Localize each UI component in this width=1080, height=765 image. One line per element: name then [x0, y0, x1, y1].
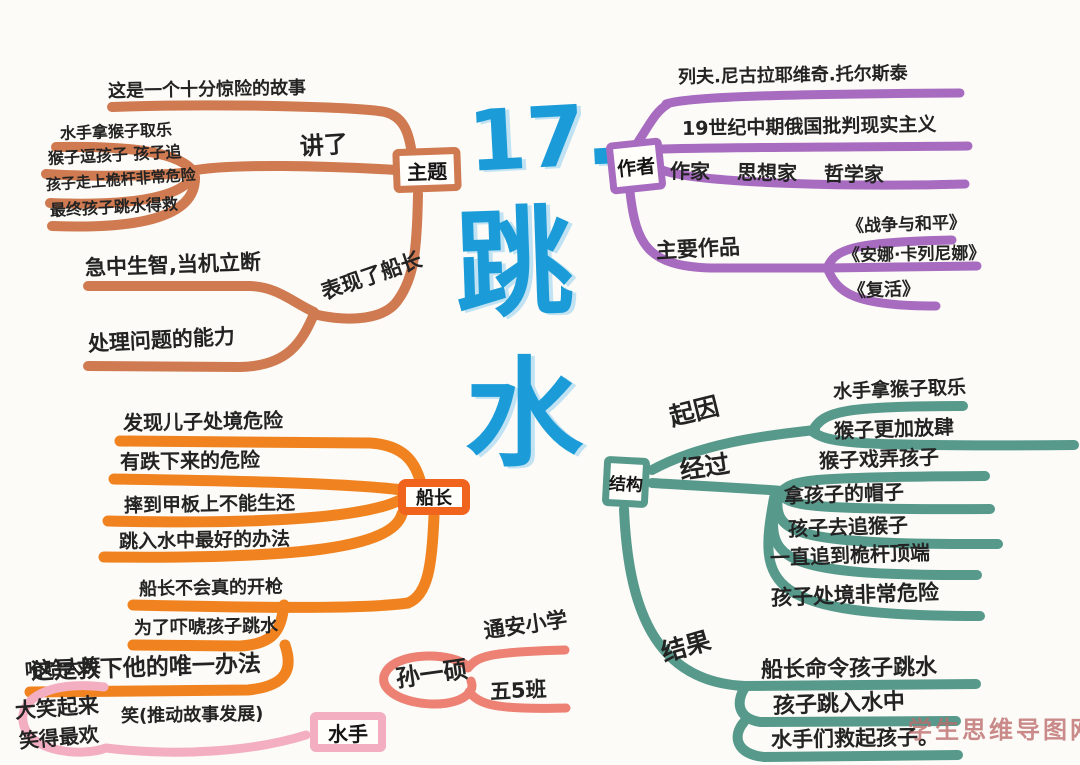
- captain-point: 船长不会真的开枪: [138, 576, 284, 600]
- structure-process-point: 孩子去追猴子: [787, 512, 909, 541]
- signature-class: 五5班: [489, 677, 548, 704]
- author-name: 列夫.尼古拉耶维奇.托尔斯泰: [677, 62, 908, 88]
- structure-result-point: 孩子跳入水中: [772, 689, 906, 719]
- author-works-label: 主要作品: [655, 234, 741, 263]
- author-era: 19世纪中期俄国批判现实主义: [681, 113, 937, 140]
- structure-cause-point: 猴子更加放肆: [833, 414, 955, 443]
- captain-point: 有跌下来的危险: [119, 447, 261, 474]
- title-char-top: 跳: [452, 192, 576, 336]
- author-node: 作者: [605, 137, 667, 195]
- theme-verb-label: 讲了: [299, 129, 349, 161]
- title-lesson-number: 17.: [465, 85, 620, 191]
- structure-branch-stroke: [619, 401, 1079, 762]
- theme-node: 主题: [392, 146, 462, 194]
- structure-node: 结构: [601, 455, 651, 509]
- structure-process-point: 一直追到桅杆顶端: [769, 540, 931, 570]
- structure-process-point: 猴子戏弄孩子: [818, 444, 940, 473]
- sailor-branch-stroke: [18, 681, 311, 757]
- captain-point: 摔到甲板上不能生还: [123, 492, 296, 517]
- theme-headline: 这是一个十分惊险的故事: [107, 77, 307, 102]
- structure-cause-point: 水手拿猴子取乐: [832, 376, 967, 403]
- captain-point: 发现儿子处境危险: [122, 408, 284, 435]
- captain-branch-stroke: [24, 435, 440, 698]
- structure-result-point: 船长命令孩子跳水: [760, 654, 938, 683]
- author-work-title: 《复活》: [847, 278, 921, 302]
- title-char-bottom: 水: [465, 345, 584, 483]
- captain-point: 笑(推动故事发展): [120, 703, 264, 727]
- signature-stroke: [379, 645, 571, 713]
- theme-story-point: 水手拿猴子取乐: [59, 120, 173, 143]
- sailor-node: 水手: [310, 712, 386, 752]
- author-work-title: 《战争与和平》: [846, 212, 967, 237]
- author-work-title: 《安娜·卡列尼娜》: [842, 243, 986, 266]
- theme-branch-stroke: [41, 100, 423, 372]
- author-branch-stroke: [625, 88, 982, 311]
- site-watermark: 学生思维导图网: [908, 716, 1080, 744]
- captain-node: 船长: [398, 479, 470, 515]
- author-identities: 作家 思想家 哲学家: [669, 159, 885, 187]
- captain-point: 为了吓唬孩子跳水: [133, 615, 279, 639]
- structure-process-point: 拿孩子的帽子: [783, 479, 905, 508]
- captain-point: 跳入水中最好的办法: [118, 528, 291, 553]
